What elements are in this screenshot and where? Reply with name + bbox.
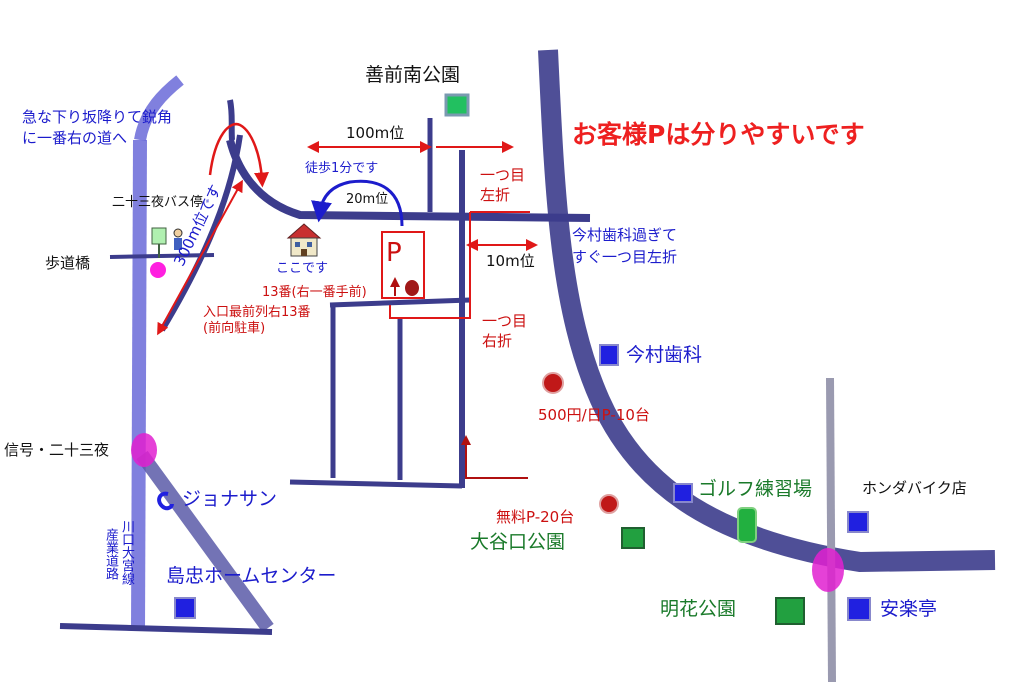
downhill-instruction-1: 急な下り坂降りて鋭角 — [22, 108, 173, 126]
meika-park-label: 明花公園 — [660, 598, 737, 620]
distance-100m: 100m位 — [346, 124, 405, 142]
imamura-turn-2: すぐ一つ目左折 — [572, 248, 678, 266]
walk-route — [311, 179, 404, 227]
first-right-1: 一つ目 — [482, 312, 528, 330]
oyaguchi-park-label: 大谷口公園 — [470, 531, 566, 553]
honda-label: ホンダバイク店 — [862, 479, 967, 497]
distance-10m: 10m位 — [486, 252, 535, 270]
walk-label: 徒歩1分です — [305, 161, 379, 176]
shimachu-label: 島忠ホームセンター — [166, 565, 337, 587]
vertical-road-east — [826, 377, 836, 682]
upper-roads — [159, 99, 591, 489]
footbridge-label: 歩道橋 — [45, 254, 91, 272]
imamura-dental-label: 今村歯科 — [626, 344, 703, 366]
first-left-1: 一つ目 — [480, 166, 526, 184]
parking-box — [381, 231, 425, 299]
house-icon — [286, 223, 322, 257]
road-name-1: 産業道路 — [103, 528, 118, 580]
distance-20m: 20m位 — [346, 192, 389, 207]
poi-markers — [157, 93, 871, 625]
signal-marker-east — [812, 548, 844, 592]
map-title: お客様Pは分りやすいです — [572, 120, 865, 149]
first-right-2: 右折 — [482, 332, 513, 350]
signal-label: 信号・二十三夜 — [4, 441, 110, 459]
car-marker — [405, 280, 419, 296]
parking-spot-label: 13番(右一番手前) — [262, 285, 367, 300]
free-parking-label: 無料P-20台 — [496, 508, 575, 526]
curved-road — [538, 49, 996, 573]
parking-letter: P — [386, 238, 402, 268]
entry-label-2: (前向駐車) — [203, 321, 266, 336]
golf-label: ゴルフ練習場 — [698, 478, 813, 500]
downhill-instruction-2: に一番右の道へ — [22, 129, 128, 147]
route-red — [157, 122, 538, 479]
jonathan-label: ジョナサン — [182, 488, 278, 510]
zenmae-park-label: 善前南公園 — [365, 64, 461, 86]
footbridge-marker — [150, 262, 166, 278]
paid-parking-label: 500円/日P-10台 — [538, 406, 650, 424]
here-label: ここです — [276, 261, 329, 276]
anrakutei-label: 安楽亭 — [880, 598, 938, 620]
signal-marker-nijusanya — [131, 433, 157, 467]
bus-stop-icon — [151, 227, 183, 258]
road-name-2: 川口大宮線 — [119, 520, 134, 585]
first-left-2: 左折 — [480, 186, 511, 204]
imamura-turn-1: 今村歯科過ぎて — [572, 226, 678, 244]
bus-stop-label: 二十三夜バス停 — [112, 195, 204, 210]
entry-label-1: 入口最前列右13番 — [203, 305, 311, 320]
